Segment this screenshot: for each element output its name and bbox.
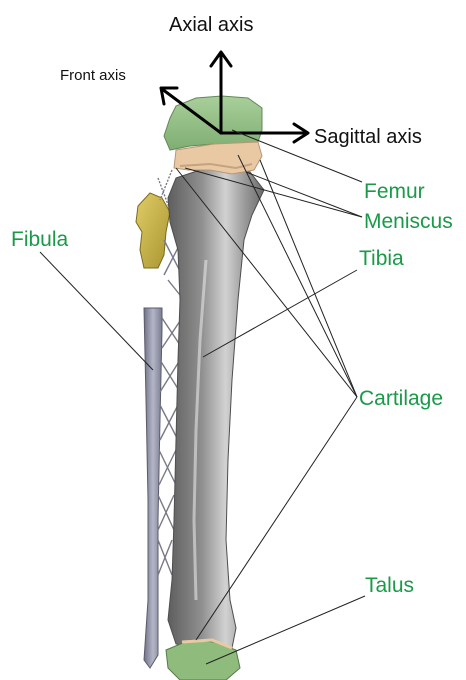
cartilage-leader-1: [238, 155, 357, 397]
fibula-label: Fibula: [11, 228, 69, 251]
meniscus-leader-2: [246, 172, 362, 217]
talus-label: Talus: [365, 574, 414, 597]
meniscus-label: Meniscus: [364, 210, 453, 233]
tibia-bone: [168, 166, 264, 652]
front-axis-label: Front axis: [60, 67, 126, 84]
sagittal-axis-label: Sagittal axis: [314, 126, 422, 148]
axial-axis-label: Axial axis: [169, 14, 253, 36]
femur-label: Femur: [364, 180, 425, 203]
tibia-label: Tibia: [359, 247, 404, 270]
femur-bone: [164, 96, 262, 150]
cartilage-label: Cartilage: [359, 387, 443, 410]
fibula-leader: [40, 252, 153, 370]
fibula-shaft: [144, 308, 162, 668]
fibula-head: [136, 193, 170, 268]
